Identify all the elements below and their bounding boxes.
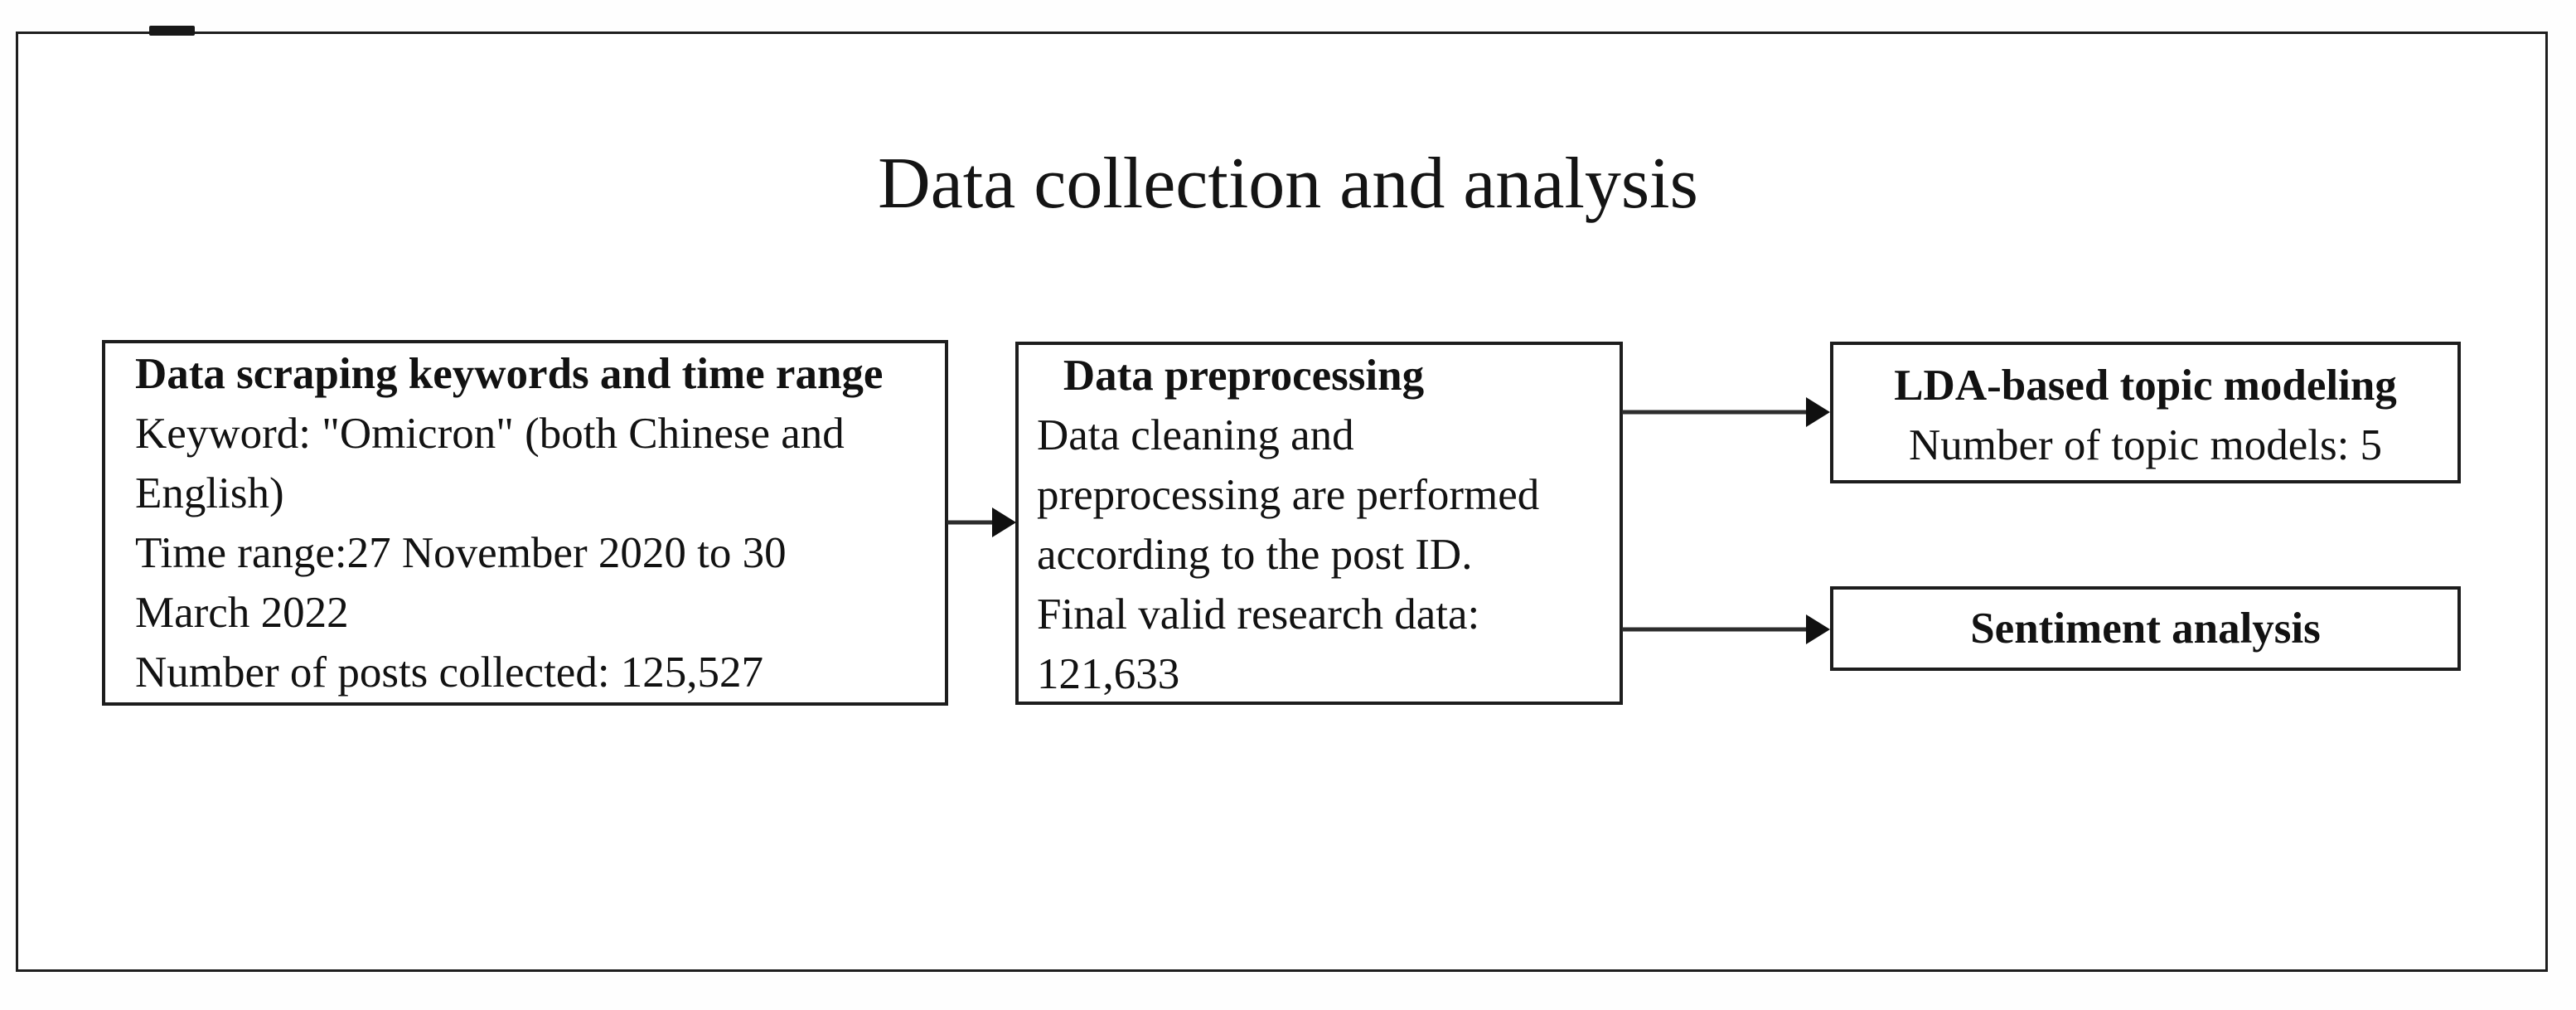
box-lda-topic-modeling: LDA-based topic modeling Number of topic… [1830,342,2461,483]
box-lda-topic-modeling-body: Number of topic models: 5 [1908,421,2383,469]
box-data-scraping: Data scraping keywords and time range Ke… [102,340,948,706]
box-data-scraping-header: Data scraping keywords and time range [135,350,884,398]
box-lda-topic-modeling-header: LDA-based topic modeling [1894,362,2397,410]
box-sentiment-analysis-header: Sentiment analysis [1970,605,2321,653]
box-data-preprocessing-body: Data cleaning and preprocessing are perf… [1037,411,1540,698]
box-sentiment-analysis: Sentiment analysis [1830,586,2461,671]
ink-artifact [149,26,195,36]
box-data-scraping-body: Keyword: "Omicron" (both Chinese and Eng… [135,410,845,697]
box-data-preprocessing-header: Data preprocessing [1063,352,1425,400]
figure-title: Data collection and analysis [878,143,1698,224]
box-data-preprocessing: Data preprocessing Data cleaning and pre… [1015,342,1623,705]
